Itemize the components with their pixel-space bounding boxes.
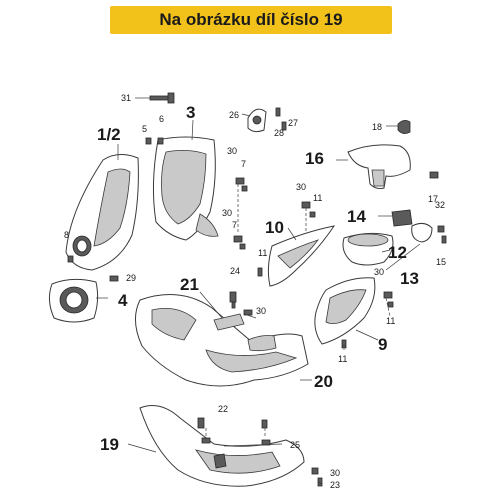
callout-10: 10 — [265, 218, 284, 237]
part-19-lower-cover — [139, 405, 305, 487]
callout-26: 26 — [229, 110, 239, 120]
callout-30-c: 30 — [222, 208, 232, 218]
callout-23: 23 — [330, 480, 340, 490]
callout-22: 22 — [218, 404, 228, 414]
callout-31: 31 — [121, 93, 131, 103]
callout-25: 25 — [290, 440, 300, 450]
callout-29: 29 — [126, 273, 136, 283]
callout-16: 16 — [305, 149, 324, 168]
callout-13: 13 — [400, 269, 419, 288]
callout-11-b: 11 — [258, 248, 267, 258]
part-18-knob — [397, 120, 411, 134]
part-20-floor-panel — [135, 294, 309, 387]
callout-labels: 31 3 26 27 28 1/2 5 6 18 30 7 16 30 11 3… — [64, 93, 446, 490]
title-banner: Na obrázku díl číslo 19 — [110, 6, 392, 34]
part-21-bracket — [213, 313, 245, 331]
callout-4: 4 — [118, 291, 128, 310]
dashed-guides — [205, 184, 391, 438]
part-16-handlebar-cover — [347, 144, 411, 189]
part-9-side-panel — [314, 277, 376, 345]
part-10-side-trim — [267, 225, 336, 287]
callout-28: 28 — [274, 128, 284, 138]
callout-27: 27 — [288, 118, 298, 128]
callout-9: 9 — [378, 335, 387, 354]
leader-lines — [96, 97, 421, 485]
callout-30-d: 30 — [374, 267, 384, 277]
callout-21: 21 — [180, 275, 199, 294]
callout-7-b: 7 — [232, 220, 237, 230]
part-14-switch — [391, 209, 413, 227]
callout-30-e: 30 — [256, 306, 266, 316]
callout-30-f: 30 — [330, 468, 340, 478]
part-26-clip — [247, 108, 267, 133]
callout-32: 32 — [435, 200, 445, 210]
callout-7-a: 7 — [241, 159, 246, 169]
callout-15: 15 — [436, 257, 446, 267]
callout-30-b: 30 — [296, 182, 306, 192]
callout-11-a: 11 — [313, 193, 322, 203]
callout-24: 24 — [230, 266, 240, 276]
callout-17: 17 — [428, 194, 438, 204]
callout-5: 5 — [142, 124, 147, 134]
callout-14: 14 — [347, 207, 366, 226]
part-13-cap — [411, 222, 433, 243]
callout-11-c: 11 — [386, 316, 395, 326]
callout-8: 8 — [64, 230, 69, 240]
callout-11-d: 11 — [338, 354, 347, 364]
callout-19: 19 — [100, 435, 119, 454]
callout-6: 6 — [159, 114, 164, 124]
part-1-2-front-shield — [65, 154, 139, 271]
callout-18: 18 — [372, 122, 382, 132]
title-text: Na obrázku díl číslo 19 — [159, 10, 343, 29]
callout-1-2: 1/2 — [97, 125, 121, 144]
callout-20: 20 — [314, 372, 333, 391]
callout-12: 12 — [388, 243, 407, 262]
part-4-headlight — [48, 278, 99, 323]
callout-30-a: 30 — [227, 146, 237, 156]
part-12-cup-holder — [342, 232, 394, 266]
part-3-leg-shield — [152, 136, 219, 241]
callout-3: 3 — [186, 103, 195, 122]
